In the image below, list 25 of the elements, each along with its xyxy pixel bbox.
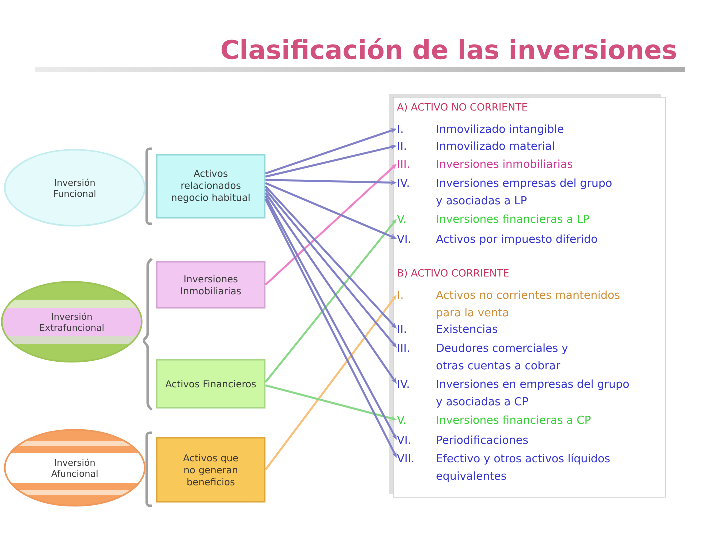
ellipse-node: Inversión Extrafuncional bbox=[1, 281, 143, 363]
list-item: IV. Inversiones en empresas del grupo y asociadas a CP bbox=[398, 380, 630, 408]
list-item: VII. Efectivo y otros activos líquidos equivalentes bbox=[397, 454, 610, 482]
ellipse-node: Inversión Funcional bbox=[4, 149, 146, 227]
list-item: II. Inmovilizado material bbox=[398, 142, 554, 150]
section-heading: A) ACTIVO NO CORRIENTE bbox=[397, 103, 528, 112]
ellipse-node: Inversión Afuncional bbox=[4, 429, 146, 507]
list-item: II. Existencias bbox=[398, 324, 498, 334]
list-panel bbox=[389, 94, 666, 498]
list-item: I. Inmovilizado intangible bbox=[398, 124, 564, 136]
list-item: III. Inversiones inmobiliarias bbox=[398, 160, 573, 168]
list-item: IV. Inversiones empresas del grupo y asociadas a LP bbox=[398, 178, 612, 207]
category-box: Inversiones Inmobiliarias bbox=[156, 261, 266, 309]
list-item: VI. Periodificaciones bbox=[397, 436, 528, 444]
list-item: III. Deudores comerciales y otras cuentas a cobrar bbox=[398, 344, 568, 370]
category-box: Activos relacionados negocio habitual bbox=[156, 154, 266, 219]
category-box: Activos Financieros bbox=[156, 359, 266, 409]
category-box: Activos que no generan beneficios bbox=[156, 437, 266, 503]
list-item: V. Inversiones financieras a LP bbox=[397, 214, 590, 224]
title: Clasificación de las inversiones bbox=[222, 38, 676, 60]
list-item: I. Activos no corrientes mantenidos para la venta bbox=[398, 290, 620, 319]
list-item: V. Inversiones financieras a CP bbox=[397, 416, 591, 424]
list-item: VI. Activos por impuesto diferido bbox=[397, 234, 598, 246]
connector-arrow bbox=[265, 164, 397, 286]
section-heading: B) ACTIVO CORRIENTE bbox=[398, 269, 509, 278]
